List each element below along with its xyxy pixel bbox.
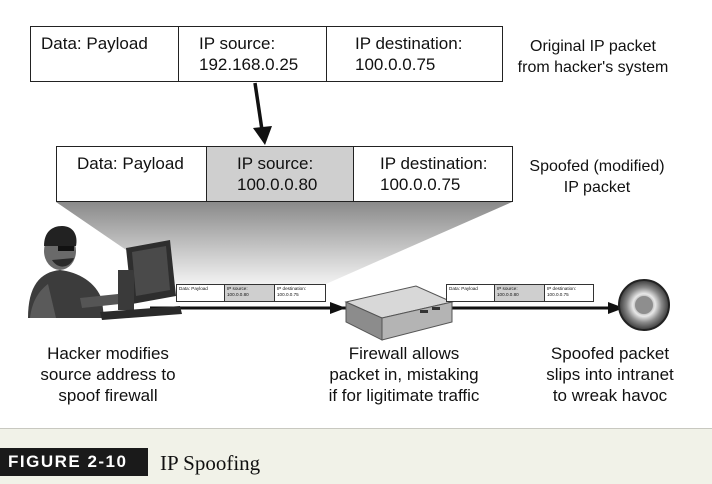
spoofed-destination-field: IP destination: 100.0.0.75 <box>354 147 512 201</box>
diagram-graphics <box>28 82 670 341</box>
target-caption-line3: to wreak havoc <box>552 386 668 405</box>
original-note-line1: Original IP packet <box>530 38 656 55</box>
spoofed-source-value: 100.0.0.80 <box>237 175 318 194</box>
target-caption-line1: Spoofed packet <box>550 344 670 363</box>
spoofed-note-line2: IP packet <box>563 179 631 196</box>
spoofed-payload-label: Data: Payload <box>77 154 184 173</box>
mini-inbound-destination-label: IP destination: <box>547 286 577 291</box>
mini-outbound-source: IP source:100.0.0.80 <box>225 285 275 301</box>
original-packet: Data: Payload IP source: 192.168.0.25 IP… <box>30 26 503 82</box>
network-arrow-right <box>608 302 624 314</box>
original-destination-value: 100.0.0.75 <box>355 55 436 74</box>
arrow-shaft <box>253 82 264 131</box>
hacker-caption-line3: spoof firewall <box>58 386 158 405</box>
mini-outbound-destination: IP destination:100.0.0.75 <box>275 285 325 301</box>
spoofed-destination-label: IP destination: <box>380 154 488 173</box>
firewall-caption: Firewall allows packet in, mistaking if … <box>306 343 502 406</box>
mini-packet-outbound: Data: Payload IP source:100.0.0.80 IP de… <box>176 284 326 302</box>
hacker-caption-line1: Hacker modifies <box>47 344 169 363</box>
arrow-head <box>253 126 272 145</box>
mini-inbound-destination: IP destination:100.0.0.75 <box>545 285 593 301</box>
target-caption: Spoofed packet slips into intranet to wr… <box>524 343 696 406</box>
original-note-line2: from hacker's system <box>517 59 669 76</box>
spoofed-packet-note: Spoofed (modified) IP packet <box>513 156 681 198</box>
mini-outbound-payload-text: Data: Payload <box>179 286 208 291</box>
mini-inbound-payload-text: Data: Payload <box>449 286 478 291</box>
mini-inbound-payload: Data: Payload <box>447 285 495 301</box>
target-center <box>635 296 653 314</box>
mini-outbound-source-label: IP source: <box>227 286 248 291</box>
spoofed-source-label: IP source: <box>237 154 314 173</box>
firewall-icon <box>344 285 454 341</box>
original-source-field: IP source: 192.168.0.25 <box>179 27 327 81</box>
target-caption-line2: slips into intranet <box>546 365 674 384</box>
mini-inbound-source-label: IP source: <box>497 286 518 291</box>
spoofed-source-field: IP source: 100.0.0.80 <box>207 147 354 201</box>
spoofed-note-line1: Spoofed (modified) <box>529 158 665 175</box>
mini-outbound-source-value: 100.0.0.80 <box>227 291 249 297</box>
original-payload-field: Data: Payload <box>31 27 179 81</box>
spoofed-packet: Data: Payload IP source: 100.0.0.80 IP d… <box>56 146 513 202</box>
computer-icon <box>100 240 182 320</box>
firewall-caption-line2: packet in, mistaking <box>329 365 479 384</box>
mini-outbound-destination-label: IP destination: <box>277 286 307 291</box>
original-source-label: IP source: <box>199 34 276 53</box>
original-destination-label: IP destination: <box>355 34 463 53</box>
mini-outbound-destination-value: 100.0.0.75 <box>277 291 299 297</box>
original-packet-note: Original IP packet from hacker's system <box>503 36 683 78</box>
spoofed-destination-value: 100.0.0.75 <box>380 175 461 194</box>
mini-packet-inbound: Data: Payload IP source:100.0.0.80 IP de… <box>446 284 594 302</box>
hacker-figure <box>28 226 120 318</box>
figure-title: IP Spoofing <box>160 451 261 475</box>
hacker-caption-line2: source address to <box>40 365 176 384</box>
spoofed-payload-field: Data: Payload <box>57 147 207 201</box>
mini-inbound-destination-value: 100.0.0.75 <box>547 291 569 297</box>
mini-inbound-source-value: 100.0.0.80 <box>497 291 519 297</box>
original-source-value: 192.168.0.25 <box>199 55 299 74</box>
firewall-caption-line3: if for ligitimate traffic <box>328 386 480 405</box>
mini-outbound-payload: Data: Payload <box>177 285 225 301</box>
original-destination-field: IP destination: 100.0.0.75 <box>327 27 502 81</box>
mini-inbound-source: IP source:100.0.0.80 <box>495 285 545 301</box>
network-arrow-left <box>330 302 346 314</box>
original-payload-label: Data: Payload <box>41 34 148 53</box>
figure-label: FIGURE 2-10 <box>0 448 148 476</box>
firewall-caption-line1: Firewall allows <box>348 344 460 363</box>
hacker-caption: Hacker modifies source address to spoof … <box>18 343 198 406</box>
